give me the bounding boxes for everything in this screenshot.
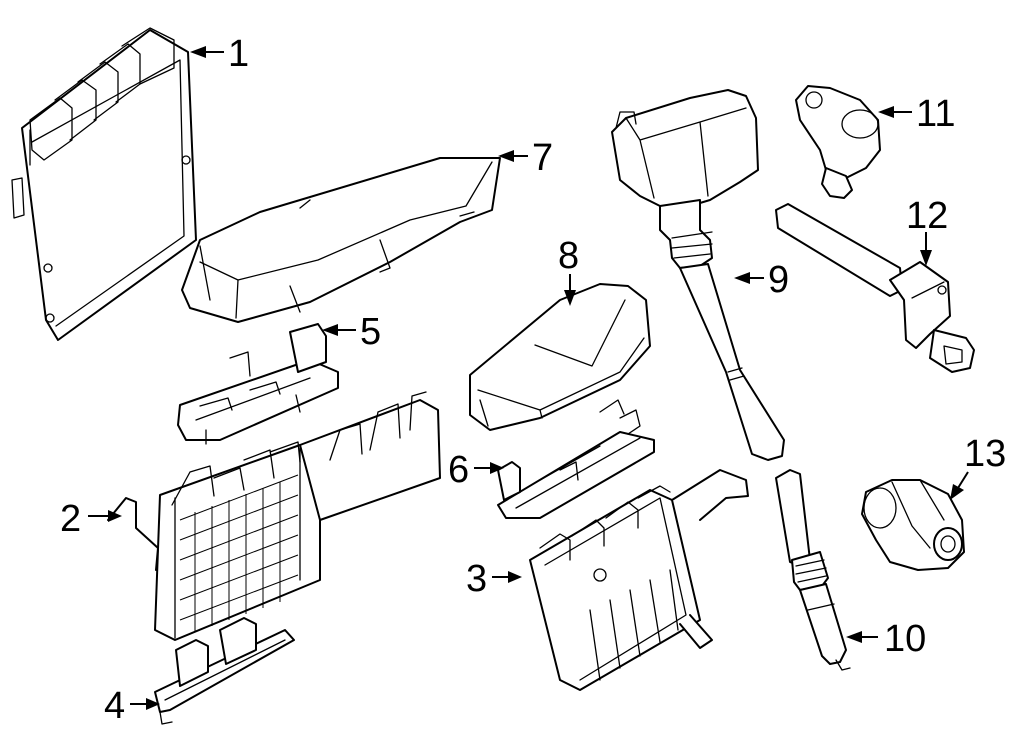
callout-1: 1 bbox=[228, 33, 249, 75]
part-4-connector-strip bbox=[154, 617, 295, 725]
arrowhead-8 bbox=[564, 290, 576, 306]
part-13-boot bbox=[861, 479, 965, 571]
callout-3: 3 bbox=[466, 558, 487, 600]
part-11-sensor bbox=[795, 85, 881, 199]
callout-9: 9 bbox=[768, 259, 789, 301]
arrowhead-3 bbox=[508, 571, 522, 583]
part-5-bracket bbox=[177, 323, 339, 445]
callout-12: 12 bbox=[906, 195, 948, 237]
callout-4: 4 bbox=[104, 685, 125, 727]
callout-10: 10 bbox=[884, 618, 926, 660]
leader-lines bbox=[88, 46, 969, 710]
callout-8: 8 bbox=[558, 235, 579, 277]
leader-13 bbox=[957, 471, 969, 489]
arrowhead-13 bbox=[950, 484, 964, 500]
callout-labels: 1 2 3 4 5 6 7 8 9 10 11 12 13 bbox=[60, 33, 1006, 727]
part-7-cover bbox=[181, 157, 501, 323]
part-1-engine-control-module bbox=[11, 27, 197, 341]
arrowhead-4 bbox=[146, 698, 160, 710]
part-12-position-sensor bbox=[775, 203, 975, 373]
callout-7: 7 bbox=[532, 137, 553, 179]
arrowhead-1 bbox=[190, 46, 206, 58]
arrowhead-10 bbox=[846, 631, 862, 643]
part-2-fuse-relay-box bbox=[107, 391, 441, 641]
arrowhead-7 bbox=[498, 150, 514, 162]
callout-5: 5 bbox=[360, 311, 381, 353]
arrowhead-9 bbox=[734, 272, 750, 284]
callout-11: 11 bbox=[916, 93, 955, 135]
arrowhead-6 bbox=[490, 462, 504, 474]
part-10-spark-plug bbox=[775, 469, 851, 671]
callout-13: 13 bbox=[964, 433, 1006, 475]
arrowhead-12 bbox=[920, 250, 932, 266]
arrowhead-5 bbox=[322, 324, 338, 336]
callout-6: 6 bbox=[448, 449, 469, 491]
part-9-ignition-coil bbox=[611, 89, 785, 461]
part-8-cover-pad bbox=[469, 283, 651, 431]
arrowhead-2 bbox=[108, 510, 122, 522]
callout-2: 2 bbox=[60, 498, 81, 540]
part-6-bracket bbox=[497, 399, 655, 519]
part-3-control-module bbox=[529, 469, 749, 691]
arrowhead-11 bbox=[878, 106, 894, 118]
